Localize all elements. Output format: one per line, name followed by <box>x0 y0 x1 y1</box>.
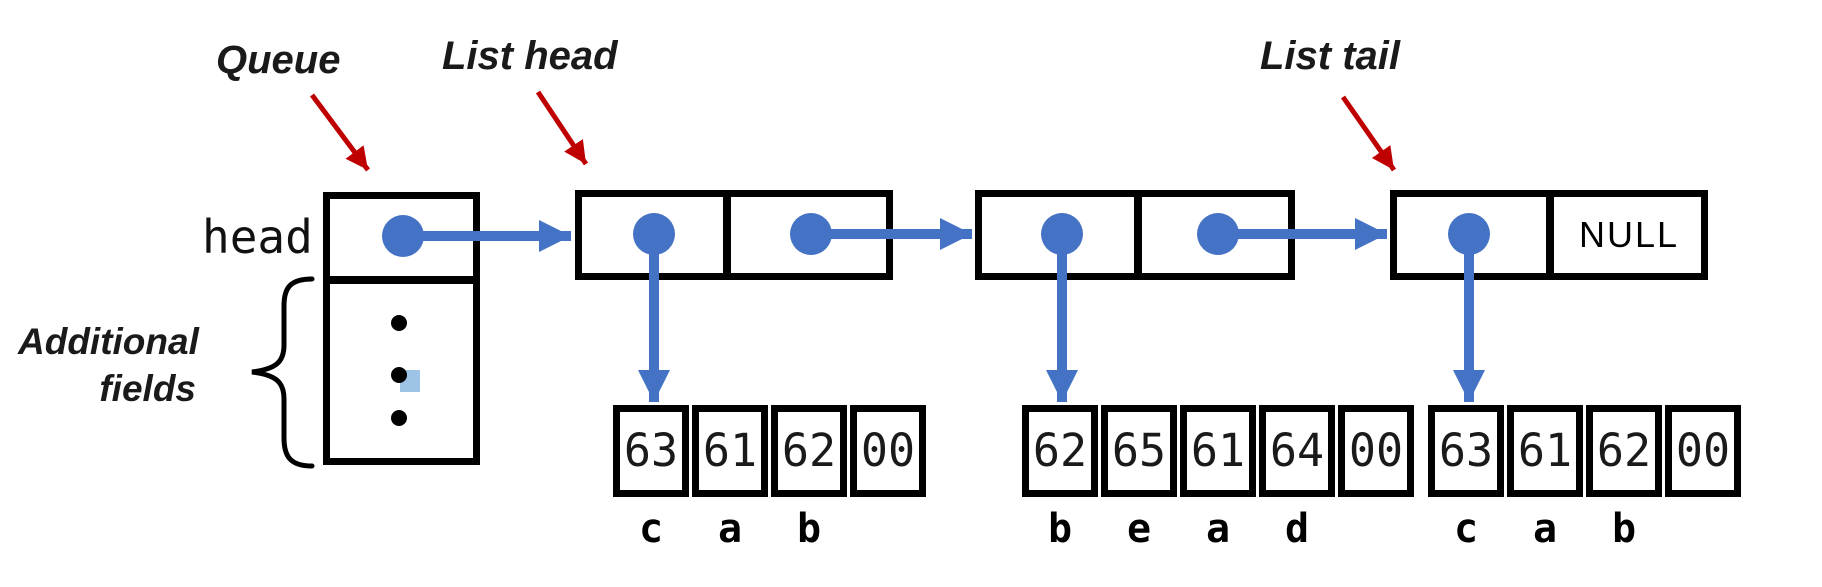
byte-cell: 63 <box>1428 405 1504 497</box>
char-label: b <box>1611 506 1637 552</box>
queue-label: Queue <box>216 38 341 82</box>
list-tail-callout-arrow <box>1340 95 1397 172</box>
byte-cell: 63 <box>613 405 689 497</box>
byte-cell: 62 <box>771 405 847 497</box>
additional-fields-label: Additional fields <box>18 321 199 409</box>
char-label: d <box>1284 506 1310 552</box>
byte-cell: 61 <box>1180 405 1256 497</box>
ellipsis-dot-2 <box>391 367 407 383</box>
queue-struct-divider <box>323 276 480 284</box>
byte-cell: 65 <box>1101 405 1177 497</box>
list-node-1 <box>575 190 893 280</box>
char-label: a <box>1205 506 1231 552</box>
list-node-1-divider <box>723 190 731 280</box>
queue-callout-arrow <box>309 93 371 172</box>
char-label: a <box>1532 506 1558 552</box>
char-label: b <box>796 506 822 552</box>
byte-cell: 61 <box>692 405 768 497</box>
ellipsis-dot-3 <box>391 410 407 426</box>
list-tail-label: List tail <box>1260 34 1401 78</box>
char-label: a <box>717 506 743 552</box>
additional-fields-brace <box>251 276 315 469</box>
list-node-2-divider <box>1134 190 1142 280</box>
byte-cell: 64 <box>1259 405 1335 497</box>
byte-cell: 61 <box>1507 405 1583 497</box>
byte-cell: 62 <box>1022 405 1098 497</box>
char-label: b <box>1047 506 1073 552</box>
ellipsis-dot-1 <box>391 315 407 331</box>
null-pointer-label: NULL <box>1578 214 1680 255</box>
list-head-callout-arrow <box>535 90 589 166</box>
byte-cell: 00 <box>1338 405 1414 497</box>
list-node-3-divider <box>1546 190 1554 280</box>
byte-cell: 00 <box>1665 405 1741 497</box>
char-label: c <box>1453 506 1479 552</box>
byte-cell: 00 <box>850 405 926 497</box>
char-label: e <box>1126 506 1152 552</box>
head-field-label: head <box>202 210 313 264</box>
list-head-label: List head <box>442 34 618 78</box>
char-label: c <box>638 506 664 552</box>
byte-cell: 62 <box>1586 405 1662 497</box>
